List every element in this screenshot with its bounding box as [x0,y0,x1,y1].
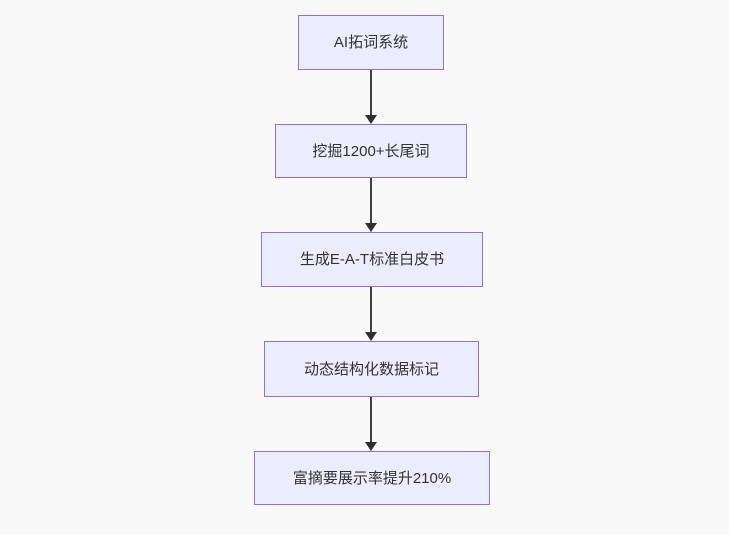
flow-arrow-line-4 [370,397,372,442]
flow-node-label: AI拓词系统 [333,34,409,51]
flow-arrow-line-3 [370,287,372,332]
flow-arrow-line-2 [370,178,372,223]
flow-node-label: 动态结构化数据标记 [303,360,439,378]
flow-arrowhead-icon [365,115,377,124]
flow-node-label: 挖掘1200+长尾词 [312,142,430,160]
flow-arrowhead-icon [365,332,377,341]
flow-arrow-line-1 [370,70,372,115]
flow-arrowhead-icon [365,223,377,232]
flow-node-structured-data: 动态结构化数据标记 [264,341,479,397]
flow-node-eat-whitepaper: 生成E-A-T标准白皮书 [261,232,483,287]
flow-node-longtail-mining: 挖掘1200+长尾词 [275,124,467,178]
flow-node-ai-word-expansion: AI拓词系统 [298,15,444,70]
flow-node-rich-snippet-result: 富摘要展示率提升210% [254,451,490,505]
flow-node-label: 生成E-A-T标准白皮书 [299,251,445,268]
flow-node-label: 富摘要展示率提升210% [292,469,452,487]
flow-arrowhead-icon [365,442,377,451]
